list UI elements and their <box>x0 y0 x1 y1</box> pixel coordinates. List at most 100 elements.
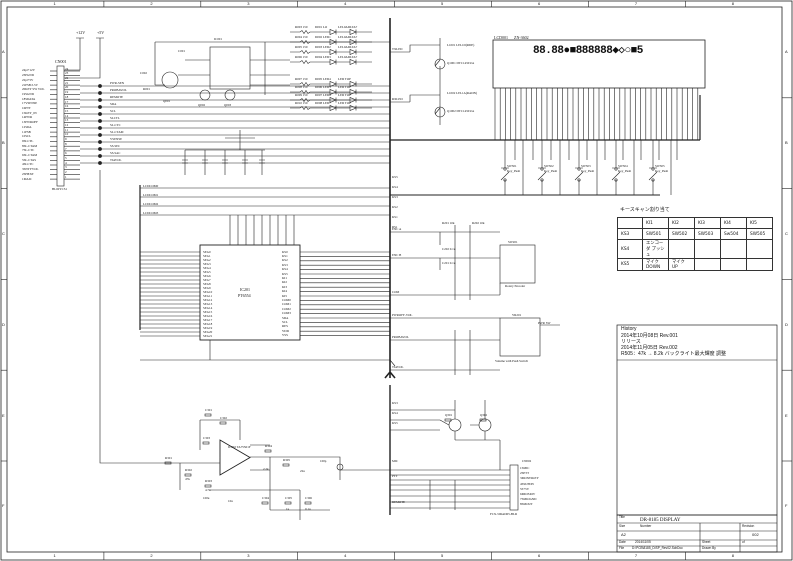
left-net-label: SCL <box>110 109 116 114</box>
power-label-12v: +12V <box>76 30 86 35</box>
connector-pin-number: 22 <box>65 76 69 80</box>
led-resistor-label: R008 150 <box>295 85 308 89</box>
mcu-left-pin-label: SEG15 <box>203 309 213 314</box>
mcu-pin-wires <box>140 251 390 337</box>
mic-amp-part-label: R305 <box>283 458 290 462</box>
left-net-label: PROBAVOL <box>110 88 127 93</box>
junction-dot <box>98 105 102 109</box>
connector-pin-label: 22pt+5V <box>22 77 34 82</box>
encoder-part-c201: C201 0.1u <box>442 261 456 265</box>
history-line-3: R505：47k → 8.2k バックライト最大輝度 調整 <box>621 351 727 357</box>
connector-pin-number: 9 <box>65 137 67 142</box>
cn002-pin-label: 2SPTT <box>520 471 530 476</box>
mic-amp-part-symbol <box>261 501 269 505</box>
frame-row-label-left: A <box>2 49 5 55</box>
left-net-label: VSENSE <box>110 137 123 142</box>
history-title: History <box>621 326 637 332</box>
mic-amp-part-label: C306 <box>305 496 312 500</box>
connector-pin-number: 6 <box>65 151 67 156</box>
mic-amp-value-label: 2.2k <box>263 467 269 471</box>
key-table-cell <box>746 239 773 259</box>
mcu-left-pin-label: SEG5 <box>203 269 211 274</box>
frame-col-label-bottom: 8 <box>731 553 734 558</box>
key-switch-label: Key_Push <box>581 169 595 173</box>
mcu-left-pin-label: SEG6 <box>203 273 211 278</box>
net-rxled: RXLED <box>392 97 403 101</box>
key-table-cell: マイク UP <box>668 258 695 271</box>
pwr-rail-12v <box>64 37 104 79</box>
connector-pin-number: 24 <box>65 66 69 71</box>
mcu-right-pin-label: COM0 <box>282 297 291 302</box>
junction-dot <box>98 140 102 144</box>
mcu-left-pin-label: SEG3 <box>203 261 211 266</box>
led-part-label: LED TOP <box>338 101 351 105</box>
mcu-left-pin-label: SEG21 <box>203 333 213 338</box>
mcu-left-pin-label: SEG16 <box>203 313 213 318</box>
mcu-left-pin-label: SEG11 <box>203 293 213 298</box>
led-row-wire <box>290 81 372 87</box>
led-resistor-label: R010 150 <box>295 101 308 105</box>
connector-ref: CN001 <box>55 59 67 64</box>
drawn-label: Drawn By <box>702 546 716 550</box>
key-table-cell <box>720 239 747 259</box>
mcu-right-pin-label: VSS <box>282 333 288 338</box>
frame-col-label-top: 8 <box>731 1 734 6</box>
led-part-q001: Q001 <box>163 99 171 103</box>
lcd-segment-display: 88.88●■888888◆◇○■5 <box>533 45 643 57</box>
key-table-cell: KI4 <box>720 217 747 229</box>
cn002-pin-label: 8SMOUT <box>520 502 533 507</box>
q003-symbol <box>224 89 236 101</box>
mic-amp-ic: IC002 TA75S01F <box>228 445 251 449</box>
mic-amp-part-label: R303 <box>205 479 212 483</box>
mcu-right-pin-label: RES <box>282 324 288 329</box>
right-led-l1002: L1002 LEL1A(RADN) <box>447 91 478 95</box>
mic-amp-part-symbol <box>164 461 172 465</box>
mic-amp-wires <box>170 419 390 520</box>
mic-amp-part-label: C303 <box>203 436 210 440</box>
key-table-cell <box>720 258 747 271</box>
mcu-left-pin-label: SEG0 <box>203 249 211 254</box>
frame-col-label-top: 1 <box>53 1 56 6</box>
led-resistor-label: R009 150 <box>295 93 308 97</box>
mic-amp-part-symbol <box>304 501 312 505</box>
mic-amp-value-label: 4.7k <box>205 488 211 492</box>
connector-pin-number: 12 <box>65 123 69 127</box>
mcu-left-pin-label: SEG20 <box>203 329 213 334</box>
lcdcom-lines <box>140 187 390 216</box>
mic-amp-part-symbol <box>184 473 192 477</box>
connector-part: BL02YCS1 <box>52 187 68 191</box>
mic-amp-value-label: 1u <box>286 507 290 511</box>
key-table-cell: Sw504 <box>720 228 747 240</box>
junction-dot <box>98 161 102 165</box>
led-resistor-label: R006 150 <box>295 55 308 59</box>
mcu-right-pin-label: KI3 <box>282 284 287 289</box>
led-part-ic001: IC001 <box>214 37 222 41</box>
connector-cn001-body <box>56 65 65 187</box>
key-table-cell: KS4 <box>617 239 643 259</box>
volume-net-2: TIAVOL <box>392 365 404 369</box>
mcu-right-pin-label: SCL <box>282 319 288 324</box>
left-net-label: SS.SEC <box>110 144 121 149</box>
frame-row-label-right: C <box>785 231 788 236</box>
mic-amp-part-label: R301 <box>165 456 172 460</box>
connector-pin-number: 20 <box>65 85 69 90</box>
left-net-label: SL.CTC <box>110 123 121 128</box>
cn002-pin-label: 4SSUPDN <box>520 481 534 486</box>
connector-pin-number: 14 <box>65 113 69 118</box>
mcu-ref: IC201 <box>240 287 250 292</box>
connector-pin-label: 13PWROFF <box>22 120 38 125</box>
junction-dot <box>98 112 102 116</box>
size-label: Size <box>619 524 626 528</box>
mcu-bottom-wire <box>140 340 396 367</box>
led-row-wire <box>290 97 372 103</box>
mic-amp-part-label: Q302 <box>480 413 488 417</box>
key-switch-symbol <box>648 140 672 195</box>
frame-row-label-left: E <box>2 412 5 418</box>
key-table-cell <box>617 217 643 229</box>
cn002-body <box>509 464 519 511</box>
led-row-wire <box>290 105 372 111</box>
led-label: D002 LED1 <box>315 35 331 39</box>
key-table-title: キースキャン割り当て <box>620 207 670 213</box>
